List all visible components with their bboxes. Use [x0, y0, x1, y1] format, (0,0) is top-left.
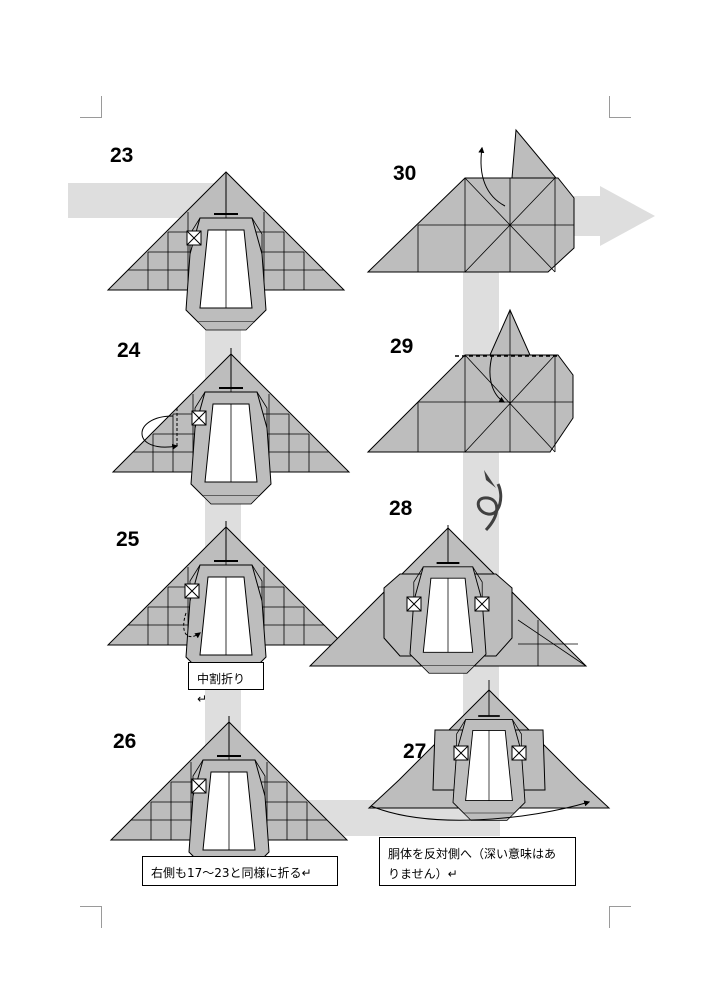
step-29-figure: [366, 308, 574, 453]
crop-mark-top-left-h: [80, 117, 102, 118]
crop-mark-bottom-left-h: [80, 906, 102, 907]
crop-mark-top-right-v: [609, 96, 610, 118]
crop-mark-bottom-left-v: [101, 906, 102, 928]
step-number-27: 27: [403, 740, 427, 763]
step-number-26: 26: [113, 730, 137, 753]
step-number-30: 30: [393, 162, 417, 185]
note-step-27: 胴体を反対側へ（深い意味はありません）↵: [379, 837, 576, 886]
step-number-29: 29: [390, 335, 414, 358]
step-28-figure: [308, 524, 588, 675]
step-26-figure: [110, 715, 348, 873]
crop-mark-bottom-right-h: [609, 906, 631, 907]
crop-mark-bottom-right-v: [609, 906, 610, 928]
note-step-25: 中割折り↵: [188, 662, 264, 706]
step-25-figure: [107, 520, 345, 678]
step-number-25: 25: [116, 528, 140, 551]
crop-mark-top-right-h: [609, 117, 631, 118]
step-27-figure: [367, 679, 611, 822]
rotate-arrow: [476, 470, 503, 532]
step-24-figure: [112, 347, 350, 505]
note-step-26: 右側も17～23と同様に折る↵: [142, 856, 338, 886]
step-number-24: 24: [117, 339, 141, 362]
step-number-23: 23: [110, 144, 134, 167]
crop-mark-top-left-v: [101, 96, 102, 118]
step-number-28: 28: [389, 497, 413, 520]
step-30-figure: [366, 128, 575, 273]
